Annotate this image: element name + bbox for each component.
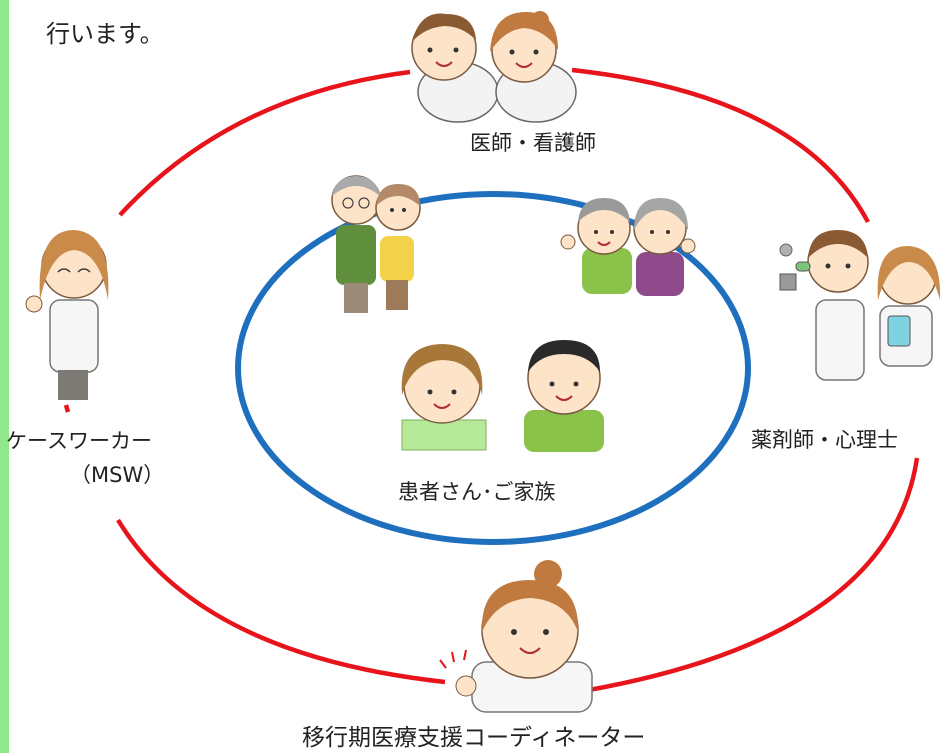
case-worker-illustration xyxy=(25,230,109,400)
label-transition-coordinator: 移行期医療支援コーディネーター xyxy=(302,725,646,751)
outer-ring-arc-top-right xyxy=(571,67,870,224)
label-pharmacist-psychologist: 薬剤師・心理士 xyxy=(751,428,898,452)
grandparents-illustration xyxy=(560,198,696,296)
label-patients-family: 患者さん･ご家族 xyxy=(398,480,556,504)
label-case-worker-abbr: （MSW） xyxy=(70,463,165,487)
coordinator-illustration xyxy=(439,560,593,713)
doctor-nurse-illustration xyxy=(411,11,577,123)
lead-text: 行います。 xyxy=(46,20,164,48)
label-doctors-nurses: 医師・看護師 xyxy=(470,131,596,155)
outer-ring-arc-top-left xyxy=(118,69,411,217)
label-case-worker: ケースワーカー xyxy=(6,429,152,453)
pharmacist-psychologist-illustration xyxy=(779,230,941,381)
outer-ring xyxy=(63,67,920,696)
elderly-couple-illustration xyxy=(331,175,421,313)
patient-family-illustration xyxy=(401,340,604,452)
outer-ring-arc-bottom-left xyxy=(116,518,446,685)
accent-sidebar xyxy=(0,0,9,753)
inner-ring xyxy=(235,191,751,545)
outer-ring-tick xyxy=(63,404,71,413)
outer-ring-arc-bottom-right xyxy=(571,457,920,696)
